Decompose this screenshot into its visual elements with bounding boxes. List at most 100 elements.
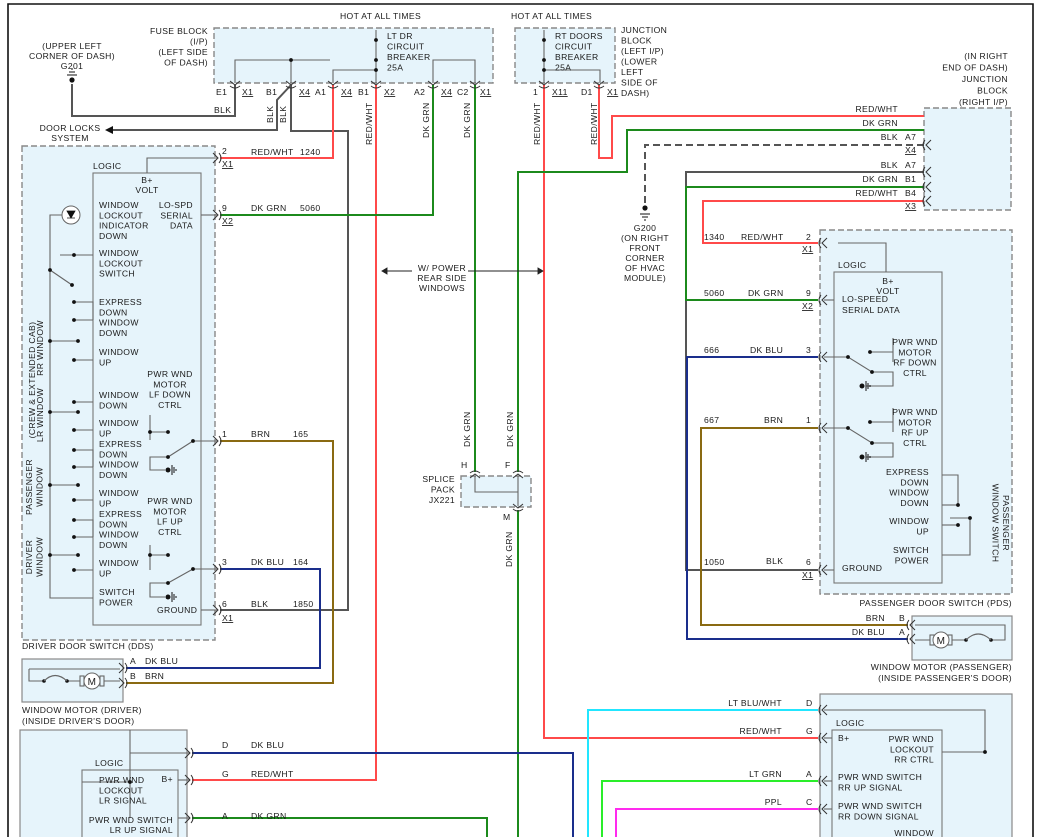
label-line: (LEFT SIDE — [158, 47, 208, 57]
fuse-pin: E1 — [216, 87, 227, 97]
passenger-window-motor-box — [911, 615, 1013, 661]
label-line: RR DOWN SIGNAL — [838, 812, 919, 822]
internal-trace — [432, 59, 476, 83]
fuse-pin: A1 — [315, 87, 326, 97]
wire-blk-g201 — [71, 84, 236, 117]
wire-label: DK BLU — [145, 656, 178, 666]
connector-terminal-icon — [327, 80, 339, 89]
lr-pin: A — [222, 811, 228, 821]
pds-pin: 1 — [806, 415, 811, 425]
fuse-connector: X2 — [384, 87, 395, 97]
junction-dot — [846, 355, 850, 359]
label-line: BREAKER — [555, 52, 599, 62]
label-line: EXPRESS — [886, 467, 929, 477]
connector-terminal-icon — [469, 470, 481, 479]
wire-label: BLK — [278, 106, 288, 123]
wires — [71, 84, 924, 837]
diagram-frame — [7, 3, 1034, 837]
internal-trace — [74, 519, 94, 537]
fuse-connector: X4 — [441, 87, 452, 97]
wire-label: PPL — [765, 797, 782, 807]
jb-pin: D1 — [581, 87, 593, 97]
label-line: (LEFT I/P) — [621, 46, 664, 56]
internal-trace — [824, 356, 894, 387]
label-line: W/ POWER — [418, 263, 466, 273]
connector-terminal-icon — [922, 139, 932, 151]
jb-connector: X4 — [905, 145, 916, 155]
label-line: UP — [99, 568, 112, 578]
jb-connector: X3 — [905, 201, 916, 211]
driver-motor-title: WINDOW MOTOR (DRIVER)(INSIDE DRIVER'S DO… — [22, 705, 142, 726]
label-line: POWER — [895, 555, 929, 565]
label-line: WINDOW — [99, 248, 139, 258]
fuse-pin: A2 — [414, 87, 425, 97]
label-line: WINDOW — [99, 530, 139, 540]
wire-dk-grn-5060 — [220, 85, 434, 216]
junction-dot — [72, 358, 76, 362]
label-line: SWITCH — [893, 545, 929, 555]
label-line: UP — [99, 357, 112, 367]
junction-block-left-box — [514, 27, 616, 84]
label-line: RR UP SIGNAL — [838, 783, 903, 793]
rr-label: WINDOW — [894, 828, 934, 837]
label-line: VOLT — [135, 185, 159, 195]
label-line: SIDE OF — [621, 78, 658, 88]
label-line: G201 — [61, 61, 83, 71]
label-line: FUSE BLOCK — [150, 26, 208, 36]
motor-pin: A — [130, 656, 136, 666]
label-line: POWER — [99, 597, 133, 607]
circuit-number: 666 — [704, 345, 719, 355]
label-line: WINDOW — [99, 390, 139, 400]
connector-terminal-icon — [184, 747, 194, 759]
label-line: RR CTRL — [894, 755, 934, 765]
connector-terminal-icon — [212, 152, 222, 164]
circuit-number: 1850 — [293, 599, 314, 609]
label-line: LEFT — [621, 67, 644, 77]
junction-dot — [72, 448, 76, 452]
label-line: LF UP — [157, 517, 183, 527]
passenger-motor-icon: M — [915, 624, 1006, 649]
label-line: WINDOW — [99, 418, 139, 428]
label-line: CTRL — [158, 400, 182, 410]
junction-dot — [72, 400, 76, 404]
label-line: LOCKOUT — [890, 744, 934, 754]
label-line: PASSENGER — [1001, 495, 1011, 551]
label-line: CIRCUIT — [555, 42, 593, 52]
dds-connector: X1 — [222, 613, 233, 623]
dds-bplus-label: B+VOLT — [135, 175, 159, 195]
internal-trace — [942, 517, 971, 556]
wire-red-wht-1340 — [702, 200, 924, 244]
junction-dot — [166, 581, 170, 585]
label-line: MODULE) — [624, 273, 666, 283]
wire-label: BRN — [866, 613, 885, 623]
label-line: PWR WND — [147, 369, 192, 379]
label-line: VOLT — [876, 286, 900, 296]
connector-terminal-icon — [922, 195, 932, 207]
wire-blk-door-locks — [113, 84, 292, 131]
wire-label: BLK — [251, 599, 268, 609]
rr-pin: D — [806, 698, 813, 708]
wire-dk-blu-666 — [686, 356, 908, 640]
label-line: CTRL — [903, 438, 927, 448]
connector-terminal-icon — [212, 563, 222, 575]
junction-dot — [166, 553, 170, 557]
junction-dot — [289, 58, 293, 62]
pds-label: GROUND — [842, 563, 882, 573]
internal-trace — [149, 568, 217, 598]
label-line: WINDOW — [99, 200, 139, 210]
wire-blk-dds-ground — [220, 85, 349, 611]
splice-pin: F — [505, 460, 511, 470]
junction-dot — [70, 283, 74, 287]
junction-dot — [148, 553, 152, 557]
label-line: DASH) — [621, 88, 650, 98]
label-line: SYSTEM — [51, 133, 88, 143]
